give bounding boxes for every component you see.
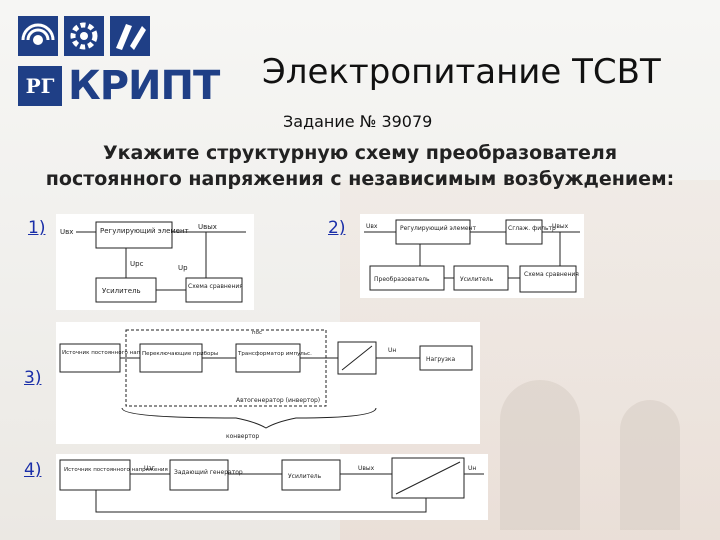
logo: РГ КРИПТ	[18, 14, 236, 106]
signal-label: Uрс	[130, 260, 144, 268]
option-2-link[interactable]: 2)	[328, 218, 346, 238]
block-label: Схема сравнения	[524, 271, 579, 278]
signal-label: Uзг	[144, 465, 155, 472]
block	[395, 219, 471, 245]
block-label: Переключающие приборы	[142, 351, 218, 357]
block	[419, 345, 473, 371]
block-label: Трансформатор импульс.	[237, 351, 312, 357]
block	[139, 343, 203, 373]
block-label: Регулирующий элемент	[400, 225, 476, 232]
signal-label: Uр	[178, 264, 188, 272]
block	[519, 265, 577, 293]
signal-label: Uн	[468, 465, 476, 472]
signal-label: Uвх	[366, 223, 378, 230]
block-label: Нагрузка	[426, 356, 456, 363]
block-label: Регулирующий элемент	[100, 227, 189, 235]
block-label: Источник постоянного напряжения	[62, 350, 166, 356]
block-label: Схема сравнения	[188, 283, 243, 290]
background-window	[500, 380, 580, 530]
option-2-diagram[interactable]: Регулирующий элемент Сглаж. фильтр Uвых …	[360, 214, 584, 298]
block	[59, 343, 121, 373]
option-1-diagram[interactable]: Uвх Регулирующий элемент Uвых Схема срав…	[56, 214, 254, 310]
block-label: Сглаж. фильтр	[508, 225, 556, 232]
block-label: Усилитель	[460, 276, 494, 283]
option-4-link[interactable]: 4)	[24, 460, 42, 480]
block-label: Усилитель	[288, 473, 322, 480]
task-number: Задание № 39079	[283, 112, 433, 131]
signal-label: Uвых	[552, 223, 569, 230]
signal-label: Uвых	[198, 223, 217, 231]
logo-icons	[18, 16, 150, 56]
block-label: Преобразователь	[374, 276, 430, 283]
option-3-link[interactable]: 3)	[24, 368, 42, 388]
group-frame	[125, 329, 327, 407]
block-label: Задающий генератор	[174, 469, 243, 476]
logo-mark: РГ	[18, 66, 62, 106]
signal-label: пос	[252, 330, 262, 336]
signal-label: Uвых	[358, 465, 375, 472]
block	[185, 277, 243, 303]
block-label: Источник постоянного напряжения	[64, 467, 168, 473]
block	[281, 459, 341, 491]
group-label: конвертор	[226, 433, 259, 440]
page-title: Электропитание ТСВТ	[262, 52, 661, 92]
block	[369, 265, 445, 291]
group-label: Автогенератор (инвертор)	[236, 397, 320, 404]
signal-label: Uн	[388, 347, 396, 354]
block	[453, 265, 509, 291]
block-label: Усилитель	[102, 287, 141, 295]
signal-label: Uвх	[60, 228, 73, 236]
option-3-diagram[interactable]: Источник постоянного напряжения Переключ…	[56, 322, 480, 444]
block	[95, 221, 173, 249]
logo-text: КРИПТ	[68, 63, 220, 109]
block	[235, 343, 301, 373]
block	[169, 459, 229, 491]
option-4-diagram[interactable]: Источник постоянного напряжения Uзг Зада…	[56, 454, 488, 520]
background-window	[620, 400, 680, 530]
option-1-link[interactable]: 1)	[28, 218, 46, 238]
block	[59, 459, 131, 491]
block	[505, 219, 543, 245]
logo-wordmark: РГ КРИПТ	[18, 63, 220, 109]
question-text: Укажите структурную схему преобразовател…	[45, 142, 675, 190]
